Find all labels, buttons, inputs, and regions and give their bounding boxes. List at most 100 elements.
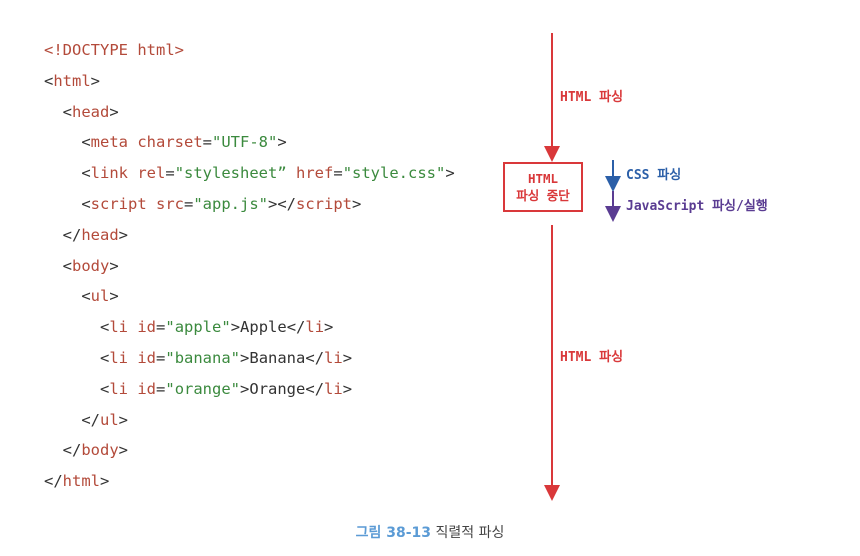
code-token: = [156, 379, 166, 398]
code-token: ul [100, 410, 119, 429]
code-token: li [109, 318, 138, 337]
code-token: < [81, 194, 91, 213]
code-token: charset [137, 133, 203, 152]
code-token: < [81, 164, 91, 183]
code-token: li [109, 348, 138, 367]
code-token: </ [62, 441, 82, 460]
code-token: href [296, 164, 334, 183]
code-token: link [90, 164, 138, 183]
code-token: id [137, 379, 157, 398]
code-token: > [109, 287, 119, 306]
code-line: </head> [44, 220, 455, 251]
code-token [44, 164, 81, 182]
code-token: "apple" [165, 318, 231, 337]
pause-box-line1: HTML [527, 171, 559, 186]
code-line: <link rel="stylesheet” href="style.css"> [44, 158, 455, 189]
code-token: = [156, 318, 166, 337]
code-token: "style.css" [342, 164, 446, 183]
code-token: "banana" [165, 348, 241, 367]
code-token: > [118, 225, 129, 244]
js-parse-exec-label: JavaScript 파싱/실행 [626, 199, 768, 214]
code-token: > [240, 379, 250, 398]
code-token: < [81, 133, 91, 152]
code-token: rel [137, 164, 166, 183]
code-token: > [277, 133, 287, 152]
code-token: </ [305, 348, 325, 367]
code-token: "app.js" [193, 194, 268, 213]
code-token: = [333, 164, 343, 183]
code-token: = [184, 194, 194, 213]
code-token [287, 164, 296, 182]
code-token: li [305, 318, 325, 337]
code-token: > [352, 194, 362, 213]
code-line: <script src="app.js"></script> [44, 189, 455, 220]
code-token: </ [81, 410, 100, 429]
code-token: > [118, 441, 129, 460]
code-token: < [44, 71, 54, 90]
code-token [44, 226, 63, 244]
code-token [44, 257, 63, 275]
code-token: < [100, 348, 110, 367]
code-line: <body> [44, 251, 455, 282]
code-token: > [230, 318, 241, 337]
code-token: < [100, 318, 110, 337]
code-token: id [137, 348, 157, 367]
code-token: > [118, 410, 129, 429]
code-token [44, 349, 100, 367]
code-line: <li id="orange">Orange</li> [44, 374, 455, 405]
code-token: > [90, 71, 101, 90]
code-token [44, 195, 81, 213]
code-token: head [81, 225, 119, 244]
code-token: > [445, 164, 455, 183]
code-token: ></ [268, 194, 296, 213]
code-token: li [324, 348, 343, 367]
figure-title: 직렬적 파싱 [435, 525, 505, 541]
html-code-listing: <!DOCTYPE html><html> <head> <meta chars… [44, 35, 455, 497]
code-token: html [62, 472, 100, 491]
code-token: li [324, 379, 343, 398]
code-token: < [62, 102, 73, 121]
code-token: = [202, 133, 213, 152]
css-parse-label: CSS 파싱 [626, 168, 682, 183]
code-token: < [62, 256, 73, 275]
code-token: > [324, 318, 334, 337]
code-line: </ul> [44, 405, 455, 436]
code-token [44, 287, 81, 305]
code-line: <head> [44, 97, 455, 128]
code-token: <!DOCTYPE html> [44, 41, 184, 59]
code-line: <li id="apple">Apple</li> [44, 312, 455, 343]
html-parse-pause-box: HTML 파싱 중단 [503, 162, 583, 212]
code-token: = [165, 164, 175, 183]
html-parse-label-top: HTML 파싱 [560, 90, 624, 105]
code-line: <meta charset="UTF-8"> [44, 127, 455, 158]
html-parse-label-bottom: HTML 파싱 [560, 350, 624, 365]
code-token: > [109, 102, 119, 121]
code-token: script [296, 194, 352, 213]
code-token [44, 441, 63, 459]
code-token: Apple [240, 318, 287, 337]
code-token [44, 380, 100, 398]
code-token: < [100, 379, 110, 398]
code-token: </ [62, 225, 82, 244]
code-token: "UTF-8" [212, 133, 278, 152]
code-token [44, 318, 100, 336]
code-line: <!DOCTYPE html> [44, 35, 455, 66]
code-token [44, 103, 63, 121]
code-token: id [137, 318, 157, 337]
code-line: <ul> [44, 281, 455, 312]
code-token: head [72, 102, 110, 121]
code-token: </ [305, 379, 325, 398]
code-token: > [342, 379, 353, 398]
code-token: "orange" [165, 379, 241, 398]
pause-box-line2: 파싱 중단 [516, 188, 570, 203]
code-token: > [100, 472, 110, 491]
code-token: > [342, 348, 353, 367]
code-line: </body> [44, 435, 455, 466]
code-token: ul [90, 287, 110, 306]
code-token: </ [44, 472, 63, 491]
figure-caption: 그림 38-13 직렬적 파싱 [0, 522, 860, 542]
code-token: < [81, 287, 91, 306]
code-token: body [81, 441, 119, 460]
code-token: src [156, 194, 184, 213]
code-token: Banana [249, 348, 306, 367]
